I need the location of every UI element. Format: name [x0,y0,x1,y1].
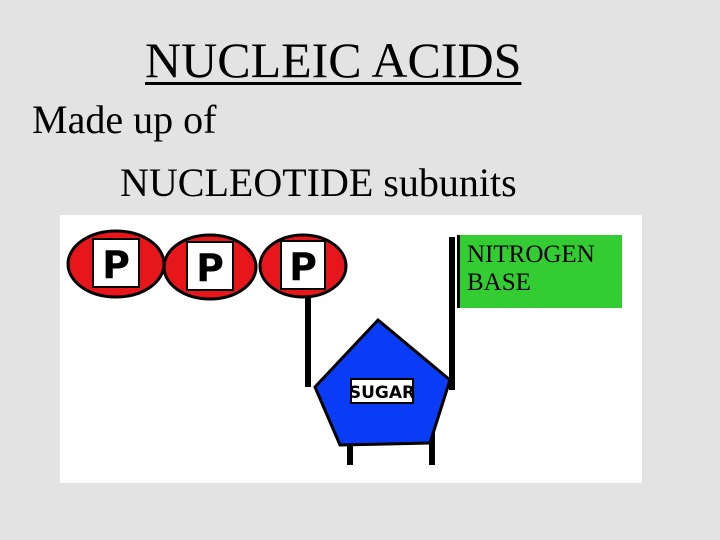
phosphate-group-1: P [68,231,164,297]
phosphate-label-3: P [289,245,317,289]
nitrogen-base-label-line-1: NITROGEN [467,241,622,269]
nitrogen-base-label-line-2: BASE [467,269,622,297]
phosphate-group-2: P [164,235,256,299]
phosphate-label-1: P [102,243,130,287]
nucleotide-diagram: P P P SUGAR NITROGEN BASE [60,215,642,483]
phosphate-group-3: P [260,235,346,297]
slide-title: NUCLEIC ACIDS [145,35,521,85]
sugar-label: SUGAR [349,383,415,403]
subtitle-line-1: Made up of [32,100,216,140]
subtitle-line-2: NUCLEOTIDE subunits [120,163,517,203]
phosphate-label-2: P [196,246,224,290]
nitrogen-base-box: NITROGEN BASE [457,235,622,308]
